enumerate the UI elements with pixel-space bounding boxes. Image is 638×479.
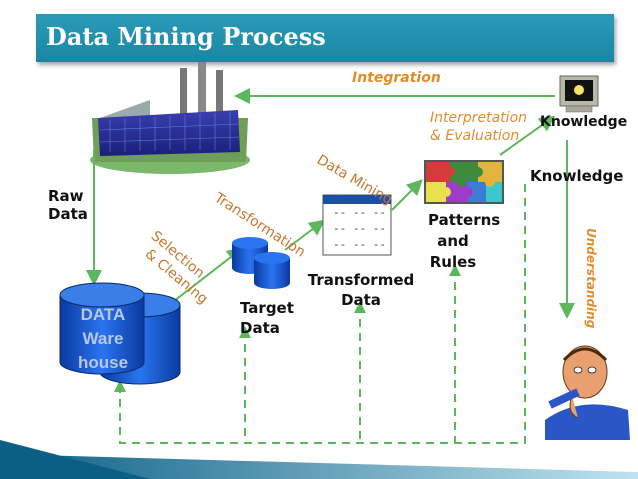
person-thinking-icon: [545, 345, 630, 440]
data-warehouse-icon: [59, 282, 181, 385]
knowledge-top-label: Knowledge: [540, 114, 628, 130]
feedback-arrowheads: [114, 264, 461, 392]
interpretation-label-2: & Evaluation: [430, 128, 520, 144]
target-data-label-1: Target: [240, 299, 294, 317]
table-row-1: -- -- --: [333, 206, 386, 219]
target-data-label-2: Data: [240, 319, 280, 337]
table-row-2: -- -- --: [333, 222, 386, 235]
data-mining-arrow: [391, 179, 423, 211]
transformation-arrow: [284, 219, 326, 251]
selection-arrow: [164, 247, 244, 309]
table-row-3: -- -- --: [333, 238, 386, 251]
puzzle-icon: [424, 160, 504, 204]
patterns-label-3: Rules: [429, 253, 477, 271]
interpretation-label-1: Interpretation: [430, 110, 528, 126]
transformed-data-label-1: Transformed: [307, 271, 415, 289]
raw-data-label-1: Raw: [48, 187, 84, 205]
integration-label: Integration: [352, 70, 441, 86]
understanding-label: Understanding: [584, 228, 598, 329]
target-data-icon: [232, 237, 290, 289]
knowledge-right-label: Knowledge: [530, 167, 624, 185]
factory-icon: [90, 62, 250, 174]
feedback-loop: [119, 180, 526, 444]
warehouse-label-1: DATA: [80, 305, 126, 324]
page-title: Data Mining Process: [46, 22, 326, 51]
patterns-label-2: and: [437, 232, 469, 250]
interpretation-arrow: [499, 115, 556, 156]
transformed-data-label-2: Data: [341, 291, 381, 309]
transformed-data-table: [322, 194, 392, 256]
bottom-wedge: [0, 440, 150, 479]
patterns-label-1: Patterns: [428, 211, 501, 229]
warehouse-label-3: house: [77, 353, 129, 372]
raw-data-label-2: Data: [48, 205, 88, 223]
bottom-stripe: [0, 454, 638, 479]
computer-icon: [559, 75, 599, 113]
warehouse-label-2: Ware: [82, 329, 124, 348]
title-bar: Data Mining Process: [36, 14, 614, 62]
